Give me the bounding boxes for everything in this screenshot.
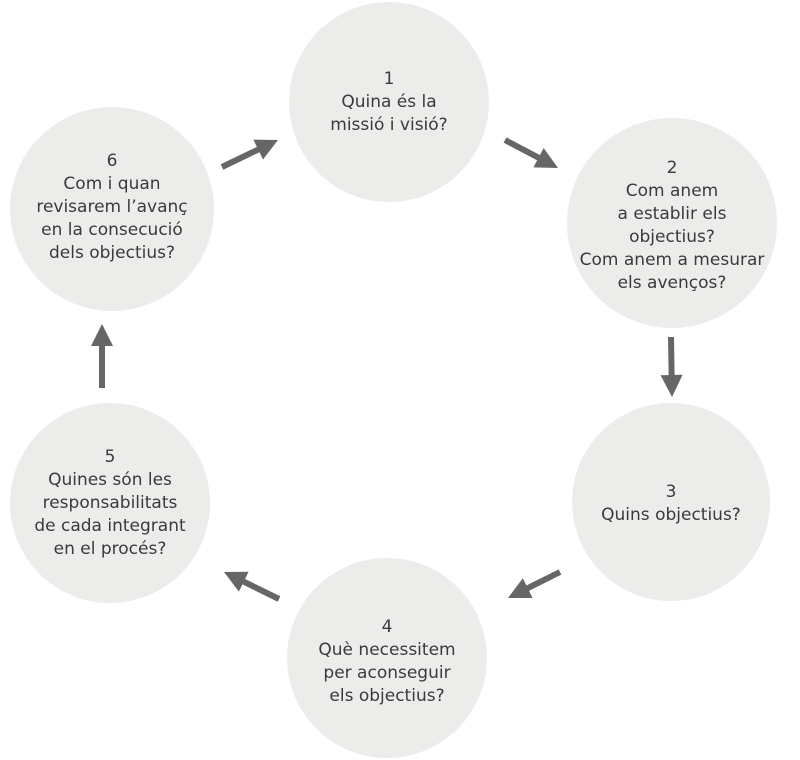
step-4-number: 4 [381,617,393,637]
step-5-text-line-2: responsabilitats [42,492,178,513]
step-4-text-line-2: per aconseguir [323,663,451,683]
arrow-shaft-3 [524,569,562,592]
step-5-text-line-4: en el procés? [53,538,167,559]
arrow-head-6 [253,139,278,160]
step-4-text-line-3: els objectius? [329,686,445,706]
step-6-text-line-2: revisarem l’avanç [36,196,188,217]
arrow-shaft-4 [240,578,281,602]
step-2-circle: 2 Com anem a establir els objectius? Com… [567,118,777,328]
step-2-text-line-2: a establir els [617,204,727,224]
step-3-circle: 3 Quins objectius? [572,403,770,601]
step-5-text-line-1: Quines són les [48,469,172,490]
step-1-number: 1 [383,68,395,89]
step-2-text-line-1: Com anem [625,181,719,201]
arrow-shaft-6 [220,145,262,170]
step-4-circle: 4 Què necessitem per aconseguir els obje… [287,558,487,758]
arrow-head-1 [533,148,558,168]
step-2-text-line-5: els avenços? [617,273,727,293]
step-2-text-line-4: Com anem a mesurar [579,250,765,270]
step-6-text-line-3: en la consecució [41,219,183,240]
step-6-text-line-1: Com i quan [63,173,161,194]
step-5-text-line-3: de cada integrant [34,515,186,536]
step-3-number: 3 [665,482,677,502]
step-1-text-line-1: Quina és la [341,91,437,112]
step-6-number: 6 [106,150,118,171]
arrow-shaft-2 [668,336,675,378]
arrow-head-3 [508,578,533,598]
arrow-head-5 [91,324,113,346]
arrow-head-4 [224,571,249,592]
step-3-text-line-1: Quins objectius? [601,505,741,525]
step-1-circle: 1 Quina és la missió i visió? [289,2,489,202]
step-5-number: 5 [104,446,116,467]
step-2-text-line-3: objectius? [629,227,715,247]
arrow-head-2 [660,374,683,397]
arrow-shaft-1 [503,137,542,162]
step-1-text-line-2: missió i visió? [330,114,448,135]
step-6-circle: 6 Com i quan revisarem l’avanç en la con… [10,107,214,311]
step-2-number: 2 [666,158,678,178]
step-4-text-line-1: Què necessitem [318,640,456,660]
step-5-circle: 5 Quines són les responsabilitats de cad… [10,403,210,603]
step-6-text-line-4: dels objectius? [48,242,175,263]
